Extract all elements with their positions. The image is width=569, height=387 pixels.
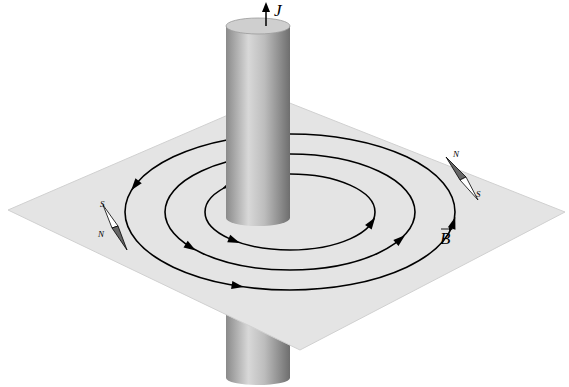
pole-label: S: [100, 200, 105, 209]
field-arrowhead: [365, 217, 375, 229]
field-label: B: [440, 230, 450, 247]
wire-base: [226, 210, 290, 226]
field-arrowheads: [131, 178, 455, 289]
wire-top: [226, 18, 290, 34]
field-arrowhead: [183, 241, 195, 251]
field-arrowhead: [227, 235, 240, 243]
pole-label: S: [476, 190, 481, 199]
compass-left: [103, 205, 127, 250]
pole-label: N: [453, 150, 459, 159]
field-arrowhead: [231, 281, 243, 289]
field-arrowhead: [131, 178, 142, 190]
current-label: J: [274, 2, 282, 19]
current-arrowhead: [262, 2, 270, 12]
wire-bottom: [226, 371, 290, 385]
field-arrowhead: [448, 217, 456, 230]
compass-right: [446, 157, 478, 200]
field-arrowhead: [393, 235, 405, 246]
pole-label: N: [98, 230, 104, 239]
wire-upper: [226, 26, 290, 218]
